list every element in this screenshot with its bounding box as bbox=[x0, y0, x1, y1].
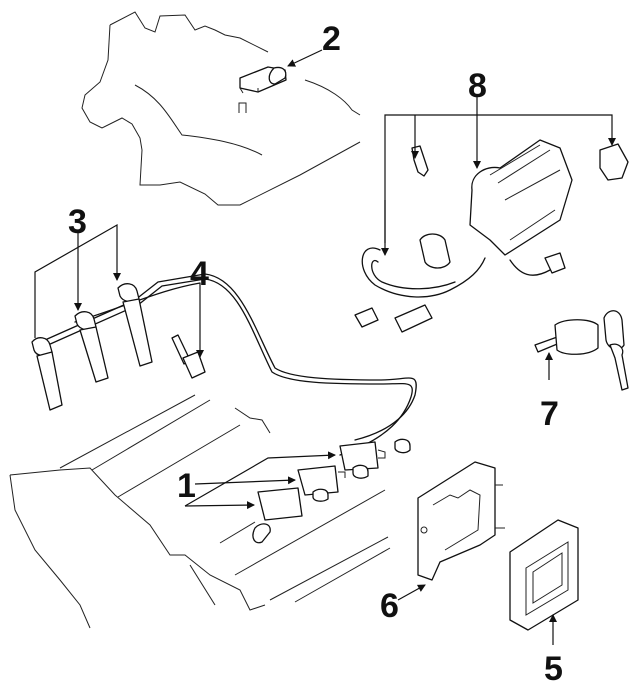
intake-sensor-part bbox=[238, 66, 287, 113]
callout-1: 1 bbox=[177, 467, 196, 505]
module-bracket-part bbox=[417, 461, 505, 581]
control-module-part bbox=[509, 519, 579, 631]
callout-3: 3 bbox=[68, 203, 87, 241]
leader-8b bbox=[384, 114, 616, 243]
ignition-switch-assembly-part bbox=[354, 139, 629, 333]
callout-6: 6 bbox=[380, 587, 399, 625]
ignition-coils-part bbox=[252, 438, 411, 544]
intake-manifold-outline bbox=[81, 11, 361, 206]
callout-7: 7 bbox=[540, 395, 559, 433]
leader-lines bbox=[34, 49, 616, 645]
leader-2 bbox=[287, 49, 323, 67]
leader-1b bbox=[184, 451, 336, 507]
spark-plug-part bbox=[171, 334, 206, 379]
callout-2: 2 bbox=[322, 20, 341, 58]
leader-1a bbox=[194, 476, 296, 485]
leader-3b bbox=[34, 223, 121, 338]
lock-cylinder-part bbox=[534, 310, 629, 391]
spark-plug-wires-part bbox=[31, 273, 417, 456]
callout-labels: 2 8 3 4 1 7 6 5 bbox=[68, 20, 563, 687]
leader-6 bbox=[397, 584, 426, 601]
callout-4: 4 bbox=[190, 255, 209, 293]
callout-8: 8 bbox=[468, 67, 487, 105]
engine-block-outline bbox=[9, 394, 391, 629]
callout-5: 5 bbox=[544, 650, 563, 687]
leader-1c bbox=[184, 501, 255, 510]
